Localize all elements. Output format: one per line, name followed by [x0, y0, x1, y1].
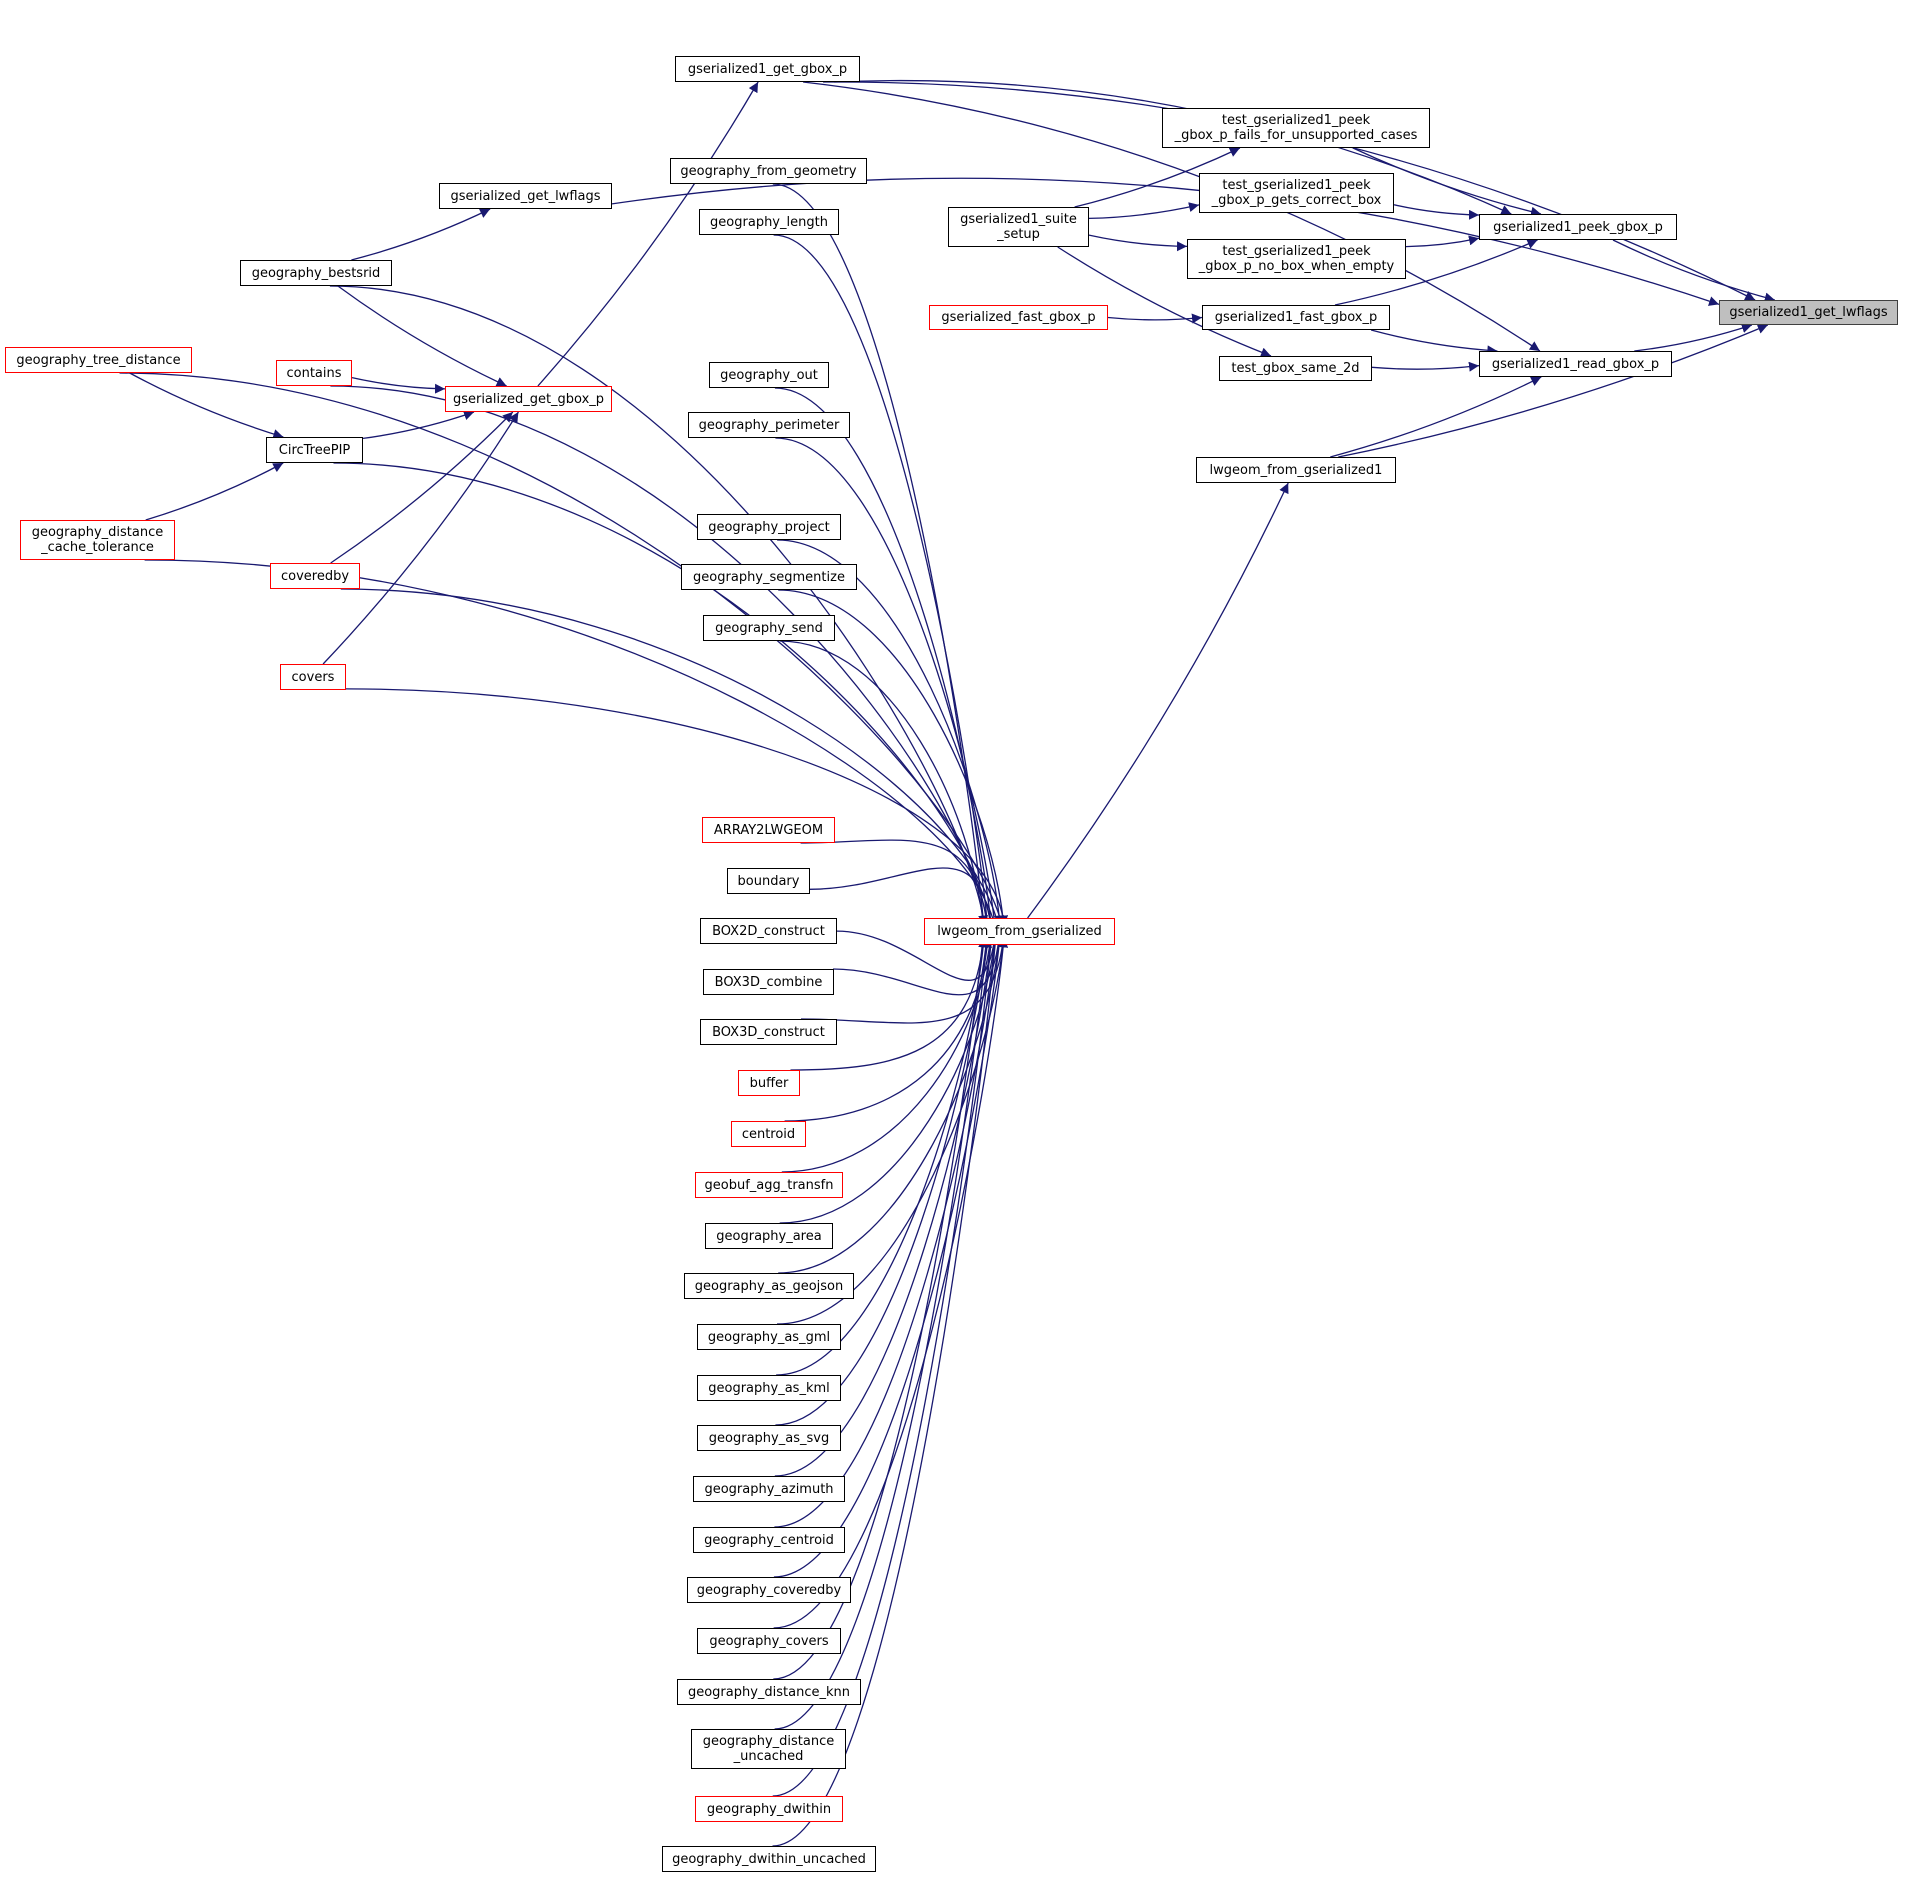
- edge-tcorrect-to-peek: [1393, 204, 1480, 220]
- graph-node-knn[interactable]: geography_distance_knn: [677, 1679, 861, 1705]
- graph-node-gml[interactable]: geography_as_gml: [697, 1324, 841, 1350]
- graph-node-covers[interactable]: covers: [280, 664, 346, 690]
- edge-project-to-lfg: [777, 539, 1005, 926]
- edge-read-to-root: [1634, 323, 1753, 352]
- edge-bestsrid-to-gglwflags: [351, 208, 491, 261]
- graph-node-svg[interactable]: geography_as_svg: [697, 1425, 841, 1451]
- graph-node-send[interactable]: geography_send: [703, 615, 835, 641]
- edge-buffer-to-lfg: [790, 934, 989, 1071]
- graph-node-project[interactable]: geography_project: [697, 514, 841, 540]
- graph-node-box3dcomb[interactable]: BOX3D_combine: [703, 969, 834, 995]
- edge-suite-to-tsame: [1057, 246, 1272, 358]
- graph-node-tsame[interactable]: test_gbox_same_2d: [1219, 356, 1372, 381]
- edge-out-to-lfg: [774, 387, 997, 935]
- edge-suite-to-tcorrect: [1088, 202, 1200, 220]
- graph-node-uncached[interactable]: geography_distance _uncached: [691, 1729, 846, 1769]
- edge-g1gbox-to-read: [803, 81, 1541, 352]
- edge-gml-to-lfg: [776, 934, 1009, 1325]
- graph-node-azimuth[interactable]: geography_azimuth: [693, 1476, 845, 1502]
- edge-segmentize-to-lfg: [778, 589, 1009, 929]
- graph-node-tcorrect[interactable]: test_gserialized1_peek _gbox_p_gets_corr…: [1199, 173, 1394, 213]
- graph-node-dwithin[interactable]: geography_dwithin: [695, 1796, 843, 1822]
- graph-node-gcentroid[interactable]: geography_centroid: [693, 1527, 845, 1553]
- edge-g1gbox-to-peek: [834, 79, 1512, 215]
- graph-node-segmentize[interactable]: geography_segmentize: [681, 564, 857, 590]
- edge-distcache-to-circ: [145, 462, 284, 521]
- edge-ffast-to-peek: [1334, 239, 1538, 306]
- graph-node-g1gbox[interactable]: gserialized1_get_gbox_p: [675, 56, 860, 82]
- graph-node-geobuf[interactable]: geobuf_agg_transfn: [695, 1172, 843, 1198]
- edge-tsame-to-read: [1371, 361, 1480, 372]
- edge-svg-to-lfg: [775, 925, 993, 1426]
- edge-kml-to-lfg: [776, 937, 989, 1376]
- edge-suite-to-tnobox: [1088, 234, 1188, 252]
- graph-node-gcoveredby[interactable]: geography_coveredby: [687, 1577, 851, 1603]
- graph-node-gglwflags[interactable]: gserialized_get_lwflags: [439, 183, 612, 209]
- edge-gglwflags-to-root: [611, 177, 1720, 306]
- edge-lfg-to-lfg1: [1027, 482, 1289, 919]
- edge-lfg1-to-root: [1338, 324, 1769, 458]
- graph-node-length[interactable]: geography_length: [699, 209, 839, 235]
- graph-node-lfg[interactable]: lwgeom_from_gserialized: [924, 918, 1115, 945]
- edge-boundary-to-lfg: [809, 867, 997, 938]
- edge-covers-to-getgbox: [322, 411, 519, 665]
- graph-node-gfast[interactable]: gserialized_fast_gbox_p: [929, 305, 1108, 330]
- edge-suite-to-tfail: [1074, 147, 1241, 208]
- edge-getgbox-to-g1gbox: [537, 81, 759, 387]
- edge-treedist-to-circ: [129, 372, 284, 439]
- edge-bestsrid-to-getgbox: [337, 285, 507, 387]
- graph-node-fromgeom[interactable]: geography_from_geometry: [670, 158, 867, 184]
- edge-lfg1-to-read: [1330, 376, 1542, 458]
- graph-node-kml[interactable]: geography_as_kml: [697, 1375, 841, 1401]
- graph-node-read[interactable]: gserialized1_read_gbox_p: [1479, 351, 1672, 377]
- edge-contains-to-getgbox: [351, 376, 446, 394]
- graph-node-geojson[interactable]: geography_as_geojson: [684, 1273, 854, 1299]
- edge-covers-to-lfg: [345, 688, 1009, 926]
- graph-node-array2[interactable]: ARRAY2LWGEOM: [702, 817, 835, 843]
- graph-node-tnobox[interactable]: test_gserialized1_peek _gbox_p_no_box_wh…: [1187, 239, 1406, 279]
- edge-tnobox-to-peek: [1405, 235, 1480, 248]
- graph-node-tfail[interactable]: test_gserialized1_peek _gbox_p_fails_for…: [1162, 108, 1430, 148]
- graph-node-boundary[interactable]: boundary: [727, 868, 810, 894]
- graph-node-buffer[interactable]: buffer: [738, 1070, 800, 1096]
- edge-coveredby-to-getgbox: [330, 411, 514, 564]
- edge-array2-to-lfg: [800, 839, 993, 935]
- graph-node-gcovers[interactable]: geography_covers: [697, 1628, 841, 1654]
- edge-perimeter-to-lfg: [775, 437, 1001, 938]
- graph-node-getgbox[interactable]: gserialized_get_gbox_p: [445, 386, 612, 412]
- graph-node-distcache[interactable]: geography_distance _cache_tolerance: [20, 520, 175, 560]
- graph-node-bestsrid[interactable]: geography_bestsrid: [240, 260, 392, 286]
- graph-node-suite[interactable]: gserialized1_suite _setup: [948, 207, 1089, 247]
- graph-node-perimeter[interactable]: geography_perimeter: [688, 412, 850, 438]
- graph-node-circ[interactable]: CircTreePIP: [266, 437, 363, 463]
- edge-azimuth-to-lfg: [774, 928, 997, 1477]
- graph-node-coveredby[interactable]: coveredby: [270, 563, 360, 589]
- graph-node-centroid[interactable]: centroid: [731, 1121, 806, 1147]
- graph-node-out[interactable]: geography_out: [709, 362, 829, 388]
- graph-node-peek[interactable]: gserialized1_peek_gbox_p: [1479, 214, 1677, 240]
- edge-gfast-to-ffast: [1107, 313, 1203, 324]
- graph-node-box3dcons[interactable]: BOX3D_construct: [700, 1019, 837, 1045]
- graph-node-contains[interactable]: contains: [276, 360, 352, 386]
- graph-node-ffast[interactable]: gserialized1_fast_gbox_p: [1202, 305, 1390, 330]
- edge-length-to-lfg: [773, 234, 993, 932]
- graph-node-lfg1[interactable]: lwgeom_from_gserialized1: [1196, 457, 1396, 483]
- graph-node-root: gserialized1_get_lwflags: [1719, 300, 1898, 325]
- graph-node-area[interactable]: geography_area: [705, 1223, 833, 1249]
- graph-node-dwithinu[interactable]: geography_dwithin_uncached: [662, 1846, 876, 1872]
- graph-node-box2d[interactable]: BOX2D_construct: [700, 918, 837, 944]
- edge-ffast-to-read: [1370, 329, 1498, 356]
- graph-node-treedist[interactable]: geography_tree_distance: [5, 347, 192, 373]
